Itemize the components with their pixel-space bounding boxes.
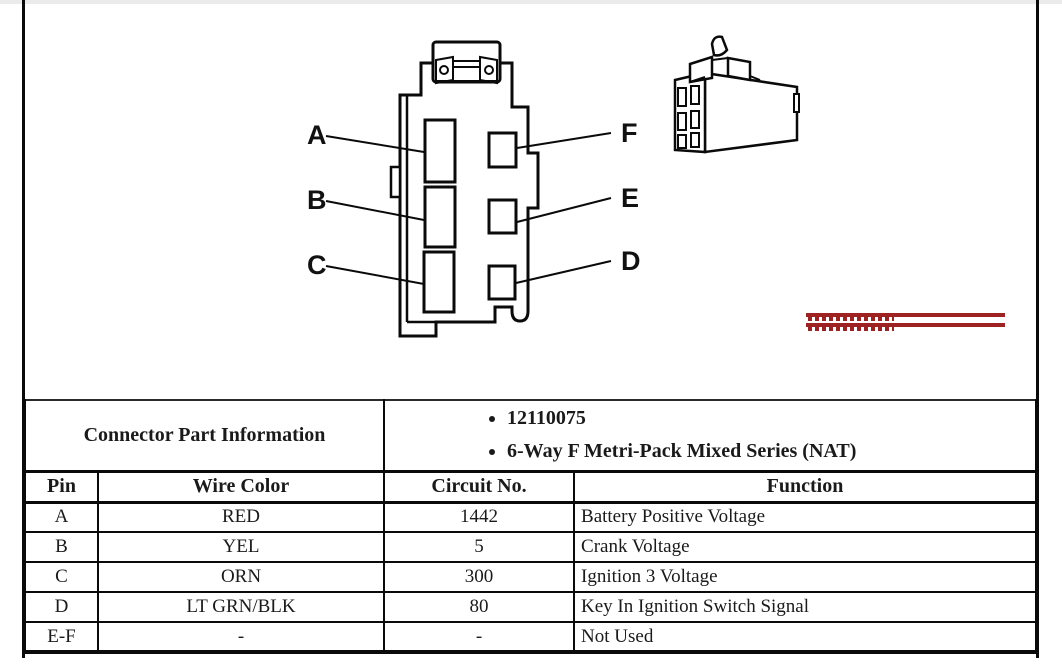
column-header-circuit: Circuit No. <box>383 470 576 504</box>
pin-label-a: A <box>307 120 327 150</box>
connector-latch <box>431 40 502 85</box>
pin-cavity-b <box>423 185 457 249</box>
watermark-illegible-text <box>808 317 894 321</box>
pin-label-d: D <box>621 246 641 276</box>
pin-label-b: B <box>307 185 327 215</box>
pin-cell: A <box>23 501 99 533</box>
pin-cavity-c <box>422 250 456 314</box>
pin-label-f: F <box>621 118 638 148</box>
connector-face-diagram: A B C F E D <box>307 40 641 338</box>
pin-cell: C <box>23 561 99 593</box>
table-row-ef: E-F - - Not Used <box>23 621 1038 653</box>
watermark-rule <box>806 323 1005 327</box>
wire-cell: ORN <box>96 561 386 593</box>
pin-cavity-e <box>487 198 518 235</box>
watermark-line-2 <box>806 323 1006 332</box>
wire-cell: LT GRN/BLK <box>96 591 386 623</box>
function-cell: Crank Voltage <box>573 531 1038 563</box>
page-top-edge <box>0 0 1062 4</box>
column-header-row: Pin Wire Color Circuit No. Function <box>23 470 1038 504</box>
pin-cavity-f <box>487 131 518 169</box>
column-header-pin: Pin <box>23 470 99 504</box>
table-row-d: D LT GRN/BLK 80 Key In Ignition Switch S… <box>23 591 1038 623</box>
table-row-a: A RED 1442 Battery Positive Voltage <box>23 501 1038 533</box>
pin-cell: E-F <box>23 621 99 653</box>
pin-label-e: E <box>621 183 639 213</box>
page-right-border <box>1036 0 1039 658</box>
circuit-cell: 80 <box>383 591 576 623</box>
page-left-border <box>22 0 25 658</box>
circuit-cell: 300 <box>383 561 576 593</box>
connector-3d-body <box>673 71 800 154</box>
part-series-item: 6-Way F Metri-Pack Mixed Series (NAT) <box>507 435 1035 468</box>
table-row-b: B YEL 5 Crank Voltage <box>23 531 1038 563</box>
part-info-cell: 12110075 6-Way F Metri-Pack Mixed Series… <box>383 399 1038 473</box>
watermark-line-1 <box>806 313 1006 322</box>
connector-info-table: Connector Part Information 12110075 6-Wa… <box>22 399 1039 654</box>
pin-cavities-large <box>422 118 457 314</box>
column-header-function: Function <box>573 470 1038 504</box>
function-cell: Battery Positive Voltage <box>573 501 1038 533</box>
pin-label-c: C <box>307 250 327 280</box>
wire-cell: - <box>96 621 386 653</box>
pin-cell: B <box>23 531 99 563</box>
connector-3d-view <box>673 35 800 154</box>
wire-cell: YEL <box>96 531 386 563</box>
part-numbers-list: 12110075 6-Way F Metri-Pack Mixed Series… <box>386 402 1035 468</box>
pin-cavities-small <box>487 131 518 301</box>
circuit-cell: 5 <box>383 531 576 563</box>
function-cell: Ignition 3 Voltage <box>573 561 1038 593</box>
pin-cavity-a <box>423 118 457 184</box>
part-info-row: Connector Part Information 12110075 6-Wa… <box>22 399 1038 473</box>
part-number-item: 12110075 <box>507 402 1035 435</box>
pin-cavity-d <box>487 264 517 301</box>
watermark-strikethrough <box>806 313 1006 333</box>
watermark-rule <box>806 313 1005 317</box>
pin-leader-lines <box>325 132 612 285</box>
watermark-illegible-text <box>808 327 894 331</box>
table-row-c: C ORN 300 Ignition 3 Voltage <box>23 561 1038 593</box>
function-cell: Key In Ignition Switch Signal <box>573 591 1038 623</box>
circuit-cell: - <box>383 621 576 653</box>
wire-cell: RED <box>96 501 386 533</box>
left-side-tab <box>389 165 402 199</box>
pin-cell: D <box>23 591 99 623</box>
column-header-wire: Wire Color <box>96 470 386 504</box>
function-cell: Not Used <box>573 621 1038 653</box>
connector-3d-latch <box>688 35 761 84</box>
circuit-cell: 1442 <box>383 501 576 533</box>
connector-part-information-label: Connector Part Information <box>22 399 386 473</box>
